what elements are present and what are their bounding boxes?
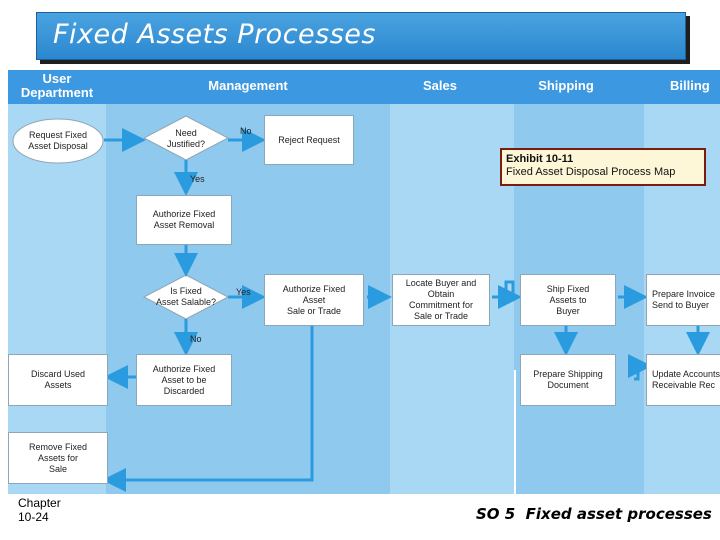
- node-prepare-shipping: Prepare Shipping Document: [520, 354, 616, 406]
- lane-label-management: Management: [208, 78, 288, 93]
- page-title: Fixed Assets Processes: [53, 19, 376, 50]
- node-prepare-invoice: Prepare Invoice Send to Buyer: [646, 274, 720, 326]
- node-is-salable: Is Fixed Asset Salable?: [155, 286, 217, 307]
- label-yes-justified: Yes: [190, 174, 205, 184]
- lane-label-billing: Billing: [670, 78, 710, 93]
- flow-connectors: [12, 115, 710, 494]
- node-update-accounts: Update Accounts Receivable Rec: [646, 354, 720, 406]
- lane-header: [514, 70, 644, 104]
- lane-label-user-department: User Department: [20, 71, 94, 100]
- node-remove-assets: Remove Fixed Assets for Sale: [8, 432, 108, 484]
- node-ship-assets: Ship Fixed Assets to Buyer: [520, 274, 616, 326]
- exhibit-subtitle: Fixed Asset Disposal Process Map: [506, 166, 676, 178]
- lane-label-sales: Sales: [423, 78, 457, 93]
- node-reject-request: Reject Request: [264, 115, 354, 165]
- exhibit-title: Exhibit 10-11: [506, 153, 574, 165]
- chapter-label: Chapter 10-24: [18, 496, 61, 524]
- exhibit-callout: Exhibit 10-11 Fixed Asset Disposal Proce…: [500, 148, 706, 186]
- lane-label-shipping: Shipping: [538, 78, 594, 93]
- node-discard-assets: Discard Used Assets: [8, 354, 108, 406]
- node-authorize-sale: Authorize Fixed Asset Sale or Trade: [264, 274, 364, 326]
- label-yes-salable: Yes: [236, 287, 251, 297]
- title-bar: Fixed Assets Processes: [36, 12, 686, 60]
- node-request-disposal: Request Fixed Asset Disposal: [28, 130, 88, 151]
- lane-header: [8, 70, 106, 104]
- lane-header: [644, 70, 720, 104]
- process-map: User Department Management Sales Shippin…: [8, 70, 720, 494]
- so-footer: SO 5 Fixed asset processes: [476, 505, 712, 523]
- start-ellipse: [12, 118, 104, 164]
- label-no-salable: No: [190, 334, 202, 344]
- node-authorize-discard: Authorize Fixed Asset to be Discarded: [136, 354, 232, 406]
- node-need-justified: Need Justified?: [166, 128, 206, 149]
- lane-header: [390, 70, 514, 104]
- node-locate-buyer: Locate Buyer and Obtain Commitment for S…: [392, 274, 490, 326]
- label-no-justified: No: [240, 126, 252, 136]
- lane-header: [106, 70, 390, 104]
- node-authorize-removal: Authorize Fixed Asset Removal: [136, 195, 232, 245]
